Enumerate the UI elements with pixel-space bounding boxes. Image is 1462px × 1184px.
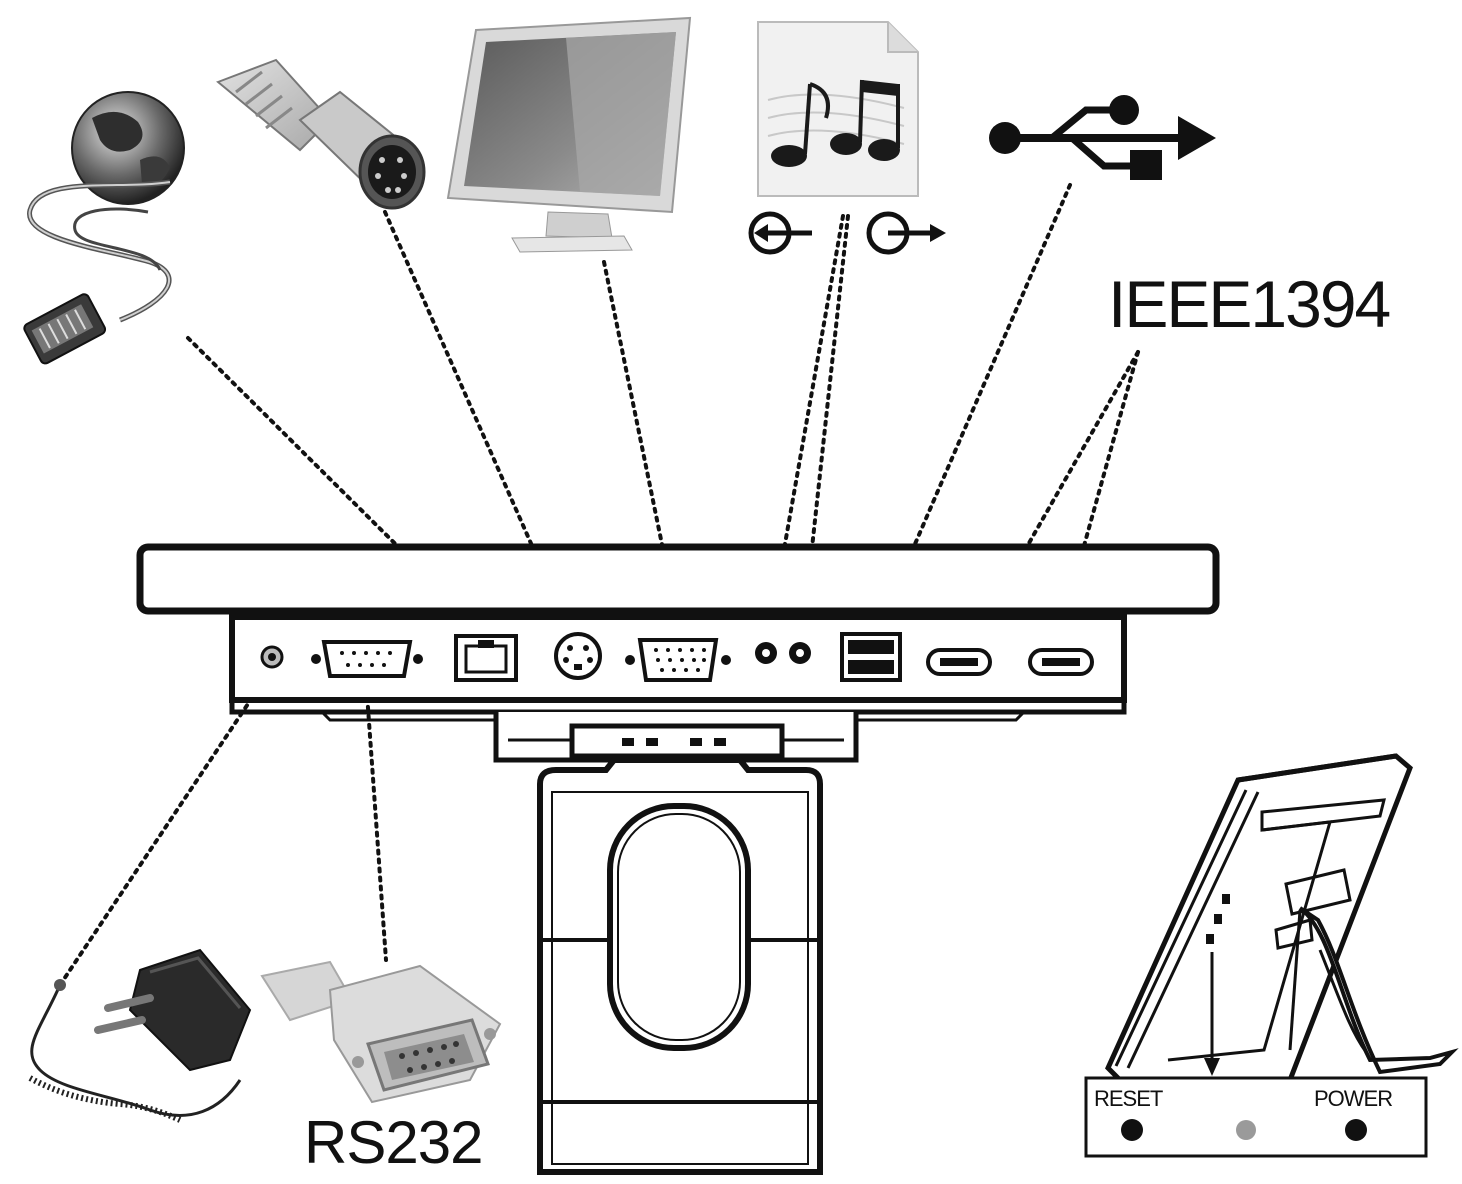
leader-ieee-2 (1053, 350, 1140, 652)
leader-dc (58, 666, 274, 987)
lan-port (454, 634, 518, 682)
power-label: POWER (1314, 1086, 1393, 1111)
device-side-view (1105, 753, 1459, 1083)
audio-jacks (755, 642, 811, 664)
leader-rs232 (364, 678, 388, 962)
ps2-port (554, 632, 602, 680)
usb-icon (989, 95, 1216, 180)
audio-in-icon (748, 211, 812, 255)
dc-in-port (260, 645, 284, 669)
device-stand (493, 712, 859, 1175)
monitor-icon (446, 16, 692, 253)
network-globe-icon (23, 91, 185, 365)
rs232-label: RS232 (304, 1109, 483, 1176)
status-led (1236, 1120, 1256, 1140)
usb-port (840, 632, 902, 682)
power-adapter-icon (28, 948, 252, 1123)
ieee1394-port-2 (1028, 648, 1094, 676)
leader-ieee-1 (966, 350, 1140, 652)
vga-port (625, 638, 731, 682)
device-rear-view (136, 543, 1220, 722)
rs232-cable-icon (260, 960, 502, 1104)
audio-music-icon (757, 21, 919, 197)
ps2-cable-icon (216, 58, 426, 210)
rs232-com-port (311, 640, 423, 678)
power-button (1345, 1119, 1367, 1141)
reset-button (1121, 1119, 1143, 1141)
ieee1394-label: IEEE1394 (1108, 267, 1391, 341)
audio-out-icon (866, 211, 946, 255)
ieee1394-port-1 (926, 648, 992, 676)
reset-power-panel (1084, 1076, 1428, 1158)
reset-label: RESET (1094, 1086, 1163, 1111)
